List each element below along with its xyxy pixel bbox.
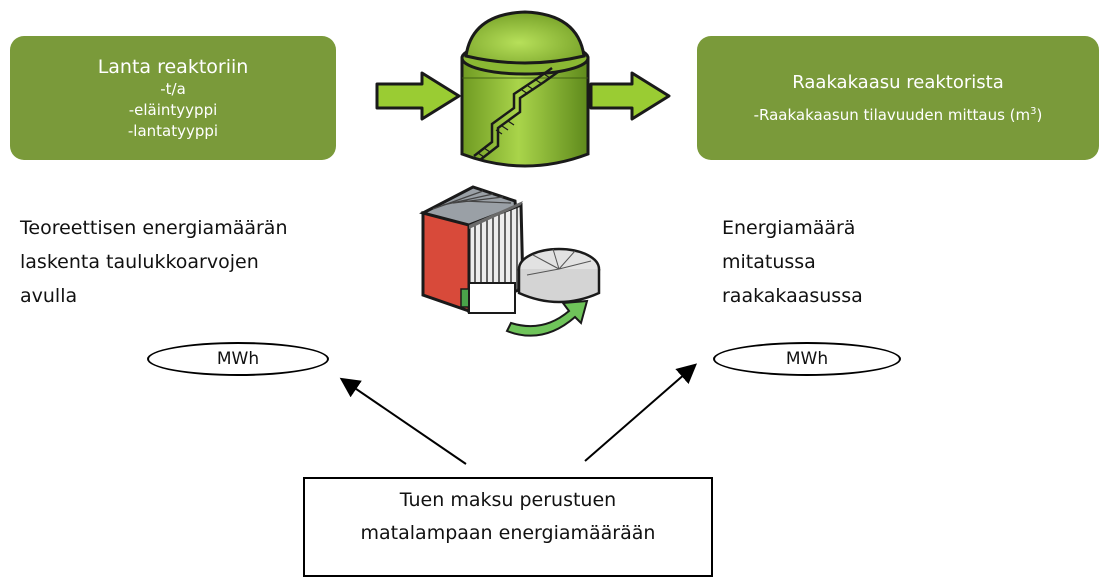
text-line: laskenta taulukkoarvojen	[20, 251, 259, 273]
input-box-line: -lantatyyppi	[127, 121, 219, 140]
text-line: avulla	[20, 285, 78, 307]
arrow-to-theoretical	[339, 377, 467, 465]
input-box-line: -eläintyyppi	[128, 100, 218, 119]
output-box-line-sup: 3	[1030, 105, 1037, 117]
input-box-title: Lanta reaktoriin	[97, 55, 249, 78]
flow-arrow-icon	[589, 71, 671, 121]
connector-arrows	[339, 363, 698, 465]
arrow-to-measured	[584, 363, 698, 462]
output-box-line-text: -Raakakaasun tilavuuden mittaus (m	[753, 105, 1031, 124]
support-payment-box: Tuen maksu perustuen matalampaan energia…	[303, 477, 713, 577]
theoretical-energy-text: Teoreettisen energiamäärän laskenta taul…	[20, 211, 350, 313]
output-box-line: -Raakakaasun tilavuuden mittaus (m3)	[754, 101, 1043, 126]
input-box-line: -t/a	[160, 79, 186, 98]
output-box: Raakakaasu reaktorista -Raakakaasun tila…	[697, 36, 1099, 160]
barn-icon	[419, 185, 601, 337]
mwh-oval-measured: MWh	[713, 342, 901, 376]
text-line: matalampaan energiamäärään	[360, 522, 656, 544]
measured-energy-text: Energiamäärä mitatussa raakakaasussa	[722, 211, 982, 313]
text-line: Tuen maksu perustuen	[399, 489, 617, 511]
input-box: Lanta reaktoriin -t/a -eläintyyppi -lant…	[10, 36, 336, 160]
text-line: Teoreettisen energiamäärän	[20, 217, 288, 239]
text-line: raakakaasussa	[722, 285, 863, 307]
flow-arrow-icon	[375, 71, 461, 121]
biogas-tank-icon	[460, 10, 590, 168]
text-line: Energiamäärä	[722, 217, 856, 239]
output-box-title: Raakakaasu reaktorista	[792, 71, 1004, 93]
mwh-oval-theoretical: MWh	[147, 342, 329, 376]
text-line: mitatussa	[722, 251, 816, 273]
output-box-line-end: )	[1036, 105, 1043, 124]
